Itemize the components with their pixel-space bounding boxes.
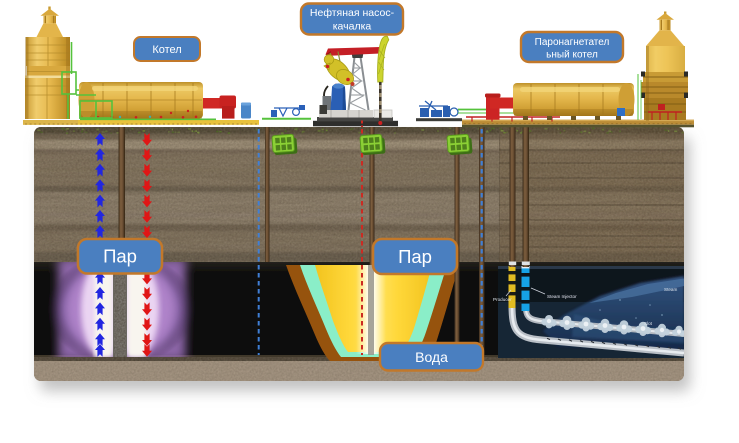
svg-text:Котел: Котел: [152, 44, 181, 56]
svg-text:Вода: Вода: [415, 349, 448, 365]
svg-text:Нефтяная насос-: Нефтяная насос-: [310, 7, 395, 19]
svg-text:Producer: Producer: [493, 297, 512, 302]
svg-text:Пар: Пар: [398, 246, 432, 267]
svg-text:Пар: Пар: [103, 246, 137, 267]
svg-text:ьный котел: ьный котел: [546, 50, 598, 61]
svg-text:Steam: Steam: [664, 287, 677, 292]
svg-text:Slot: Slot: [644, 321, 653, 326]
svg-text:Паронагнетател: Паронагнетател: [535, 37, 610, 48]
svg-text:качалка: качалка: [333, 21, 372, 33]
svg-text:Steam Injector: Steam Injector: [547, 294, 577, 299]
